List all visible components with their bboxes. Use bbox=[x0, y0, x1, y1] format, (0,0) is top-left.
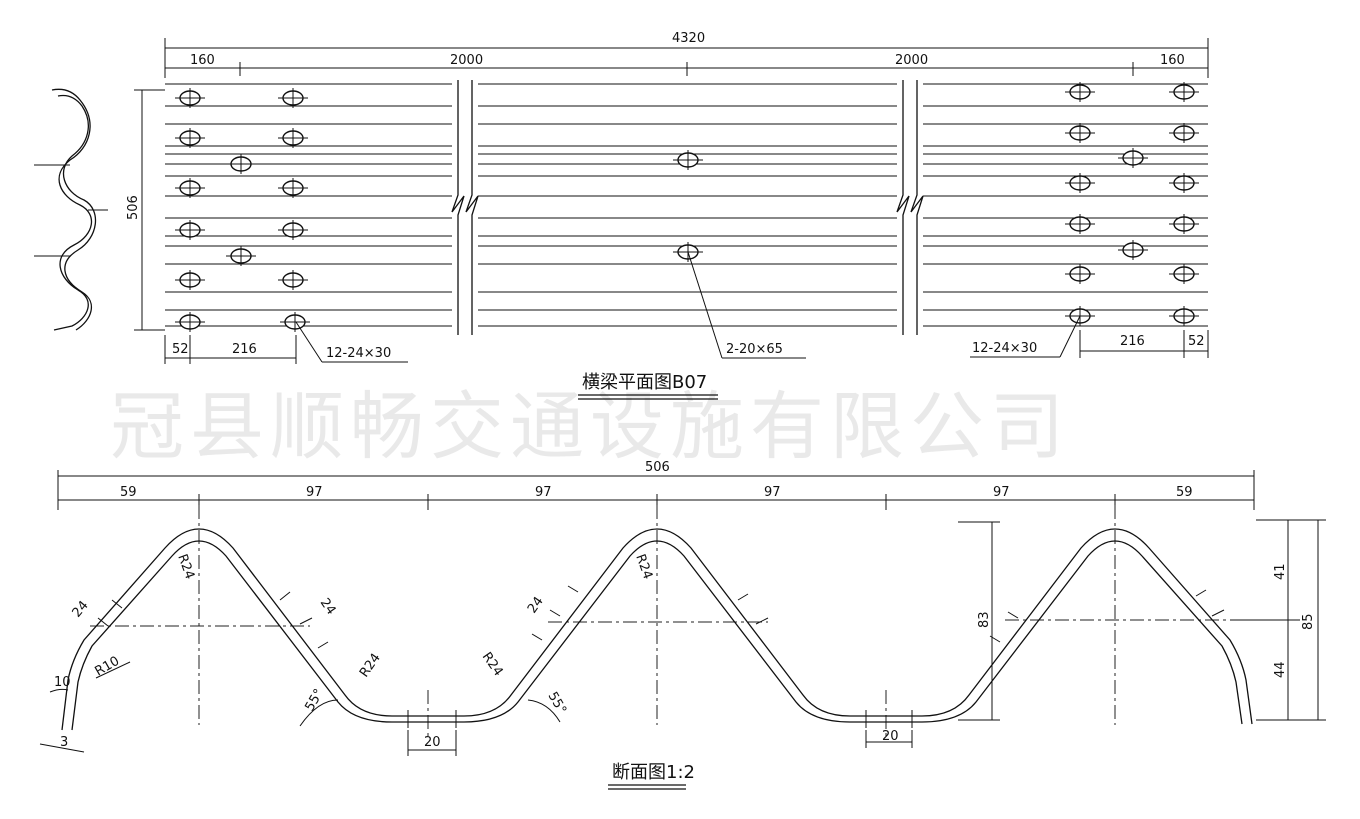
watermark-text: 冠县顺畅交通设施有限公司 bbox=[110, 384, 1070, 470]
plan-view: 4320 160 2000 2000 160 506 bbox=[126, 31, 1209, 400]
section-bottom-dim-right: 20 bbox=[882, 729, 899, 744]
section-seg-dim-5: 97 bbox=[993, 485, 1010, 500]
section-label-angle-right: 55° bbox=[545, 690, 570, 717]
section-right-dim-41: 41 bbox=[1273, 563, 1288, 580]
section-title: 断面图1:2 bbox=[612, 762, 695, 783]
plan-beam-lines bbox=[165, 83, 1208, 327]
section-label-24-mid: 24 bbox=[317, 596, 339, 618]
section-label-24-right: 24 bbox=[525, 594, 547, 616]
section-label-r24-4: R24 bbox=[632, 552, 655, 581]
plan-callout-middle: 2-20×65 bbox=[726, 342, 783, 357]
plan-break-left bbox=[451, 80, 479, 335]
plan-height-dim: 506 bbox=[126, 195, 141, 220]
section-seg-dim-4: 97 bbox=[764, 485, 781, 500]
plan-seg-dim-1: 160 bbox=[190, 53, 215, 68]
section-seg-dim-1: 59 bbox=[120, 485, 137, 500]
plan-title: 横梁平面图B07 bbox=[582, 372, 707, 393]
section-label-10: 10 bbox=[54, 675, 71, 690]
section-label-r10: R10 bbox=[93, 654, 123, 680]
plan-side-profile bbox=[34, 88, 108, 331]
section-right-dim-44: 44 bbox=[1273, 661, 1288, 678]
section-label-r24-1: R24 bbox=[174, 552, 197, 581]
section-height-dim-83: 83 bbox=[977, 611, 992, 628]
plan-callout-right: 12-24×30 bbox=[972, 341, 1037, 356]
section-profile-outer bbox=[61, 528, 1253, 731]
plan-right-dim-216: 216 bbox=[1120, 334, 1145, 349]
section-profile-inner bbox=[71, 540, 1243, 731]
plan-bolt-holes bbox=[175, 82, 1199, 332]
section-label-3: 3 bbox=[60, 735, 68, 750]
section-label-24-left: 24 bbox=[70, 598, 92, 620]
section-view: 506 59 97 97 97 97 59 bbox=[39, 460, 1326, 790]
plan-break-right bbox=[896, 80, 924, 335]
plan-left-dim-216: 216 bbox=[232, 342, 257, 357]
section-seg-dim-3: 97 bbox=[535, 485, 552, 500]
section-bottom-dim-left: 20 bbox=[424, 735, 441, 750]
plan-left-dim-52: 52 bbox=[172, 342, 189, 357]
section-seg-dim-6: 59 bbox=[1176, 485, 1193, 500]
section-right-dim-85: 85 bbox=[1301, 613, 1316, 630]
plan-seg-dim-4: 160 bbox=[1160, 53, 1185, 68]
section-overall-dim: 506 bbox=[645, 460, 670, 475]
section-label-r24-3: R24 bbox=[479, 650, 506, 680]
plan-right-dim-52: 52 bbox=[1188, 334, 1205, 349]
section-ticks bbox=[97, 585, 1225, 728]
plan-seg-dim-3: 2000 bbox=[895, 53, 928, 68]
plan-overall-dim: 4320 bbox=[672, 31, 705, 46]
section-seg-dim-2: 97 bbox=[306, 485, 323, 500]
plan-seg-dim-2: 2000 bbox=[450, 53, 483, 68]
section-label-r24-2: R24 bbox=[357, 651, 384, 681]
plan-callout-left: 12-24×30 bbox=[326, 346, 391, 361]
